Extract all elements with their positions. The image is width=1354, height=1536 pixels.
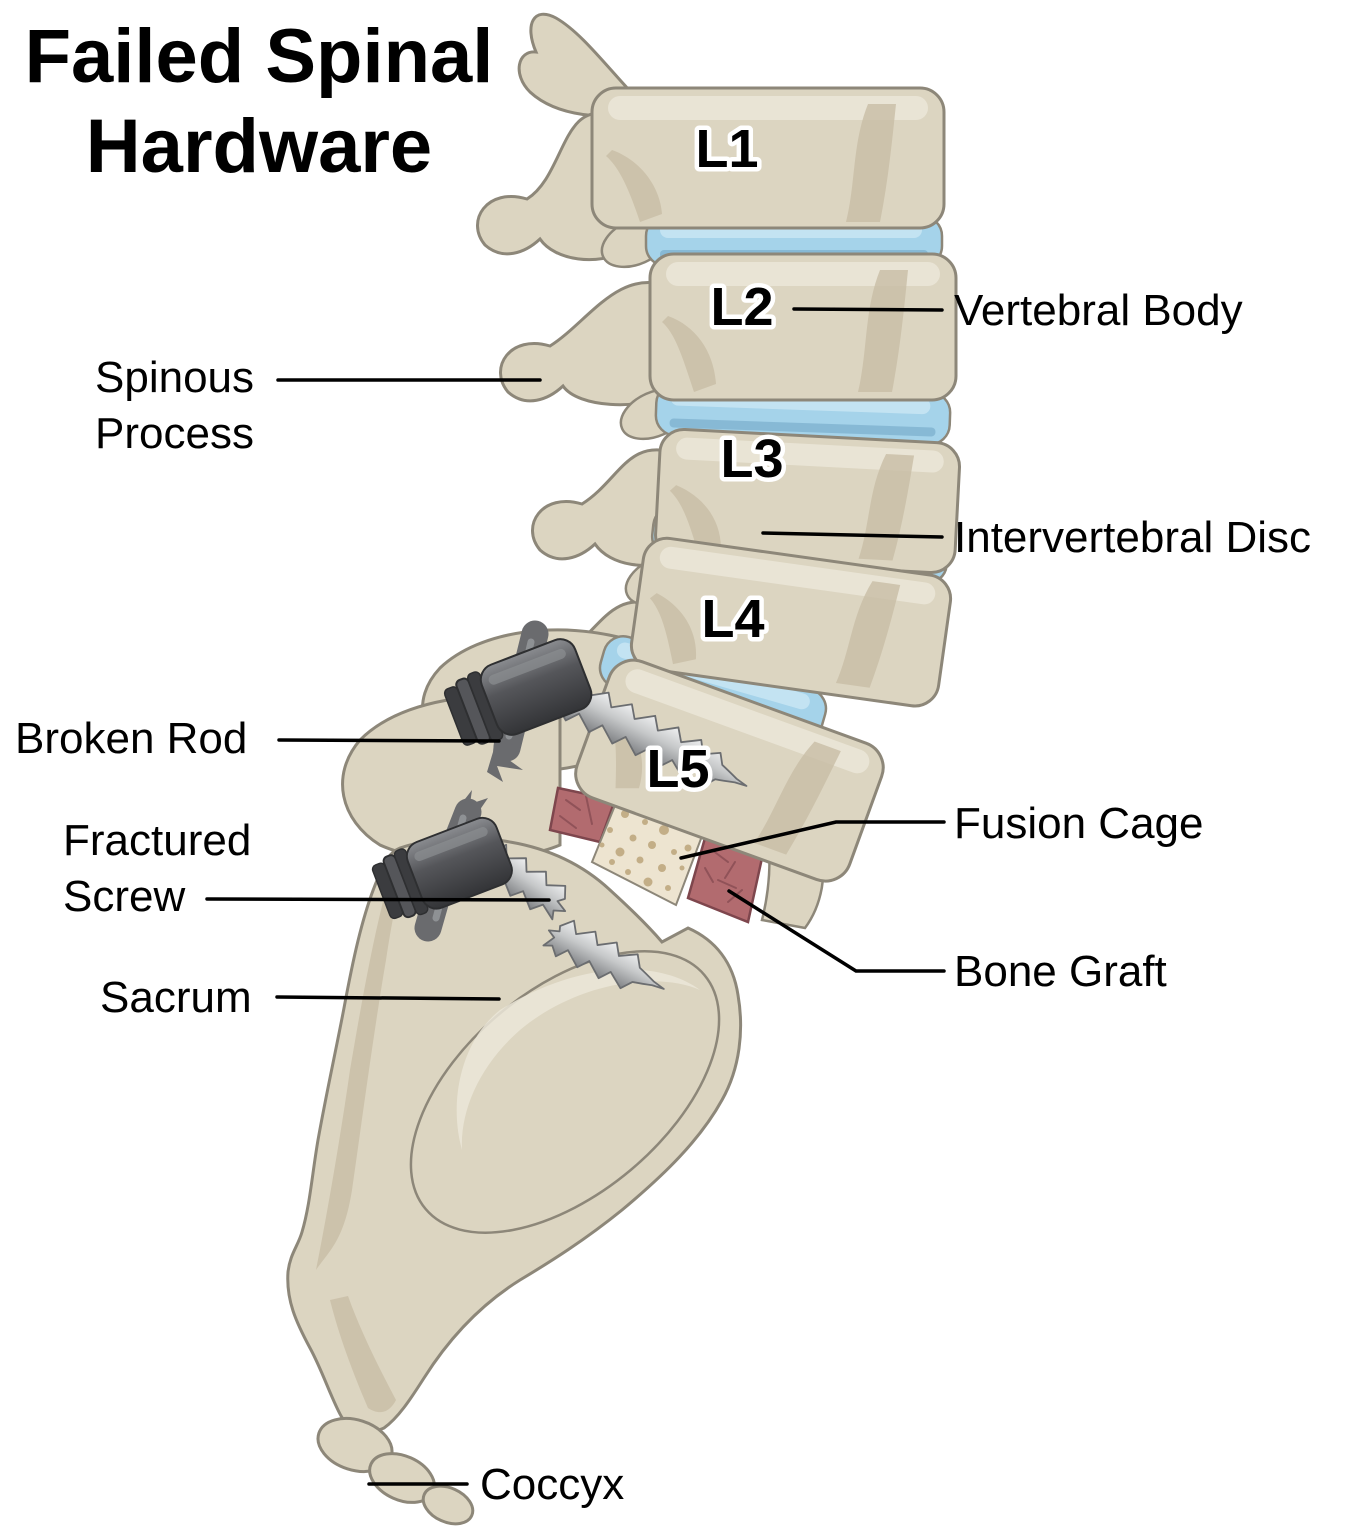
label-vertebral-body: Vertebral Body	[954, 286, 1243, 335]
leader-vertebral-body	[792, 307, 944, 312]
bone-graft-right-texture	[704, 849, 743, 903]
label-spinous-process-line2: Process	[95, 409, 254, 458]
upper-pedicle-screw	[540, 668, 748, 787]
label-spinous-process-line1: Spinous	[95, 353, 254, 402]
label-bone-graft: Bone Graft	[954, 947, 1167, 996]
label-sacrum: Sacrum	[100, 973, 252, 1022]
label-coccyx: Coccyx	[480, 1460, 624, 1509]
label-intervertebral-disc: Intervertebral Disc	[954, 513, 1311, 562]
fractured-screw-distal	[542, 919, 665, 990]
label-l5: L5	[646, 739, 709, 799]
sacrum-highlight	[456, 969, 700, 1150]
leader-broken-rod	[277, 738, 501, 743]
sacrum-shading-2	[330, 1296, 396, 1413]
sacrum-shading	[316, 868, 406, 1270]
coccyx-segment-3	[421, 1484, 475, 1526]
label-l4: L4	[701, 589, 764, 649]
tulip-head-upper	[443, 638, 593, 746]
leader-bone-graft	[727, 889, 946, 973]
text-labels: Failed Spinal Hardware Spinous Process V…	[15, 14, 1311, 1509]
diagram-title-line2: Hardware	[86, 104, 432, 189]
leader-fusion-cage	[679, 820, 946, 860]
label-l2: L2	[710, 277, 773, 337]
vertebra-l1-body	[590, 86, 946, 230]
leader-intervertebral-disc	[761, 531, 944, 539]
vertebra-l4-body	[629, 536, 953, 708]
vertebra-labels: L1 L2 L3 L4 L5	[642, 115, 788, 804]
label-broken-rod: Broken Rod	[15, 714, 247, 763]
leader-fractured-screw	[205, 897, 551, 902]
hardware	[371, 620, 748, 990]
rod-break-jag-upper	[487, 742, 523, 782]
spinous-process-l2	[499, 280, 671, 407]
leader-sacrum	[275, 995, 501, 1001]
sacrum-group	[286, 836, 743, 1526]
label-l1: L1	[695, 119, 758, 179]
label-fractured-screw-line2: Screw	[63, 872, 185, 921]
vertebra-l2-body	[648, 252, 958, 402]
leader-lines	[205, 307, 946, 1486]
diagram-title-line1: Failed Spinal	[25, 14, 494, 99]
label-fusion-cage: Fusion Cage	[954, 799, 1203, 848]
bone-graft-left-texture	[559, 795, 593, 829]
label-l3: L3	[720, 429, 783, 489]
label-fractured-screw-line1: Fractured	[63, 816, 251, 865]
